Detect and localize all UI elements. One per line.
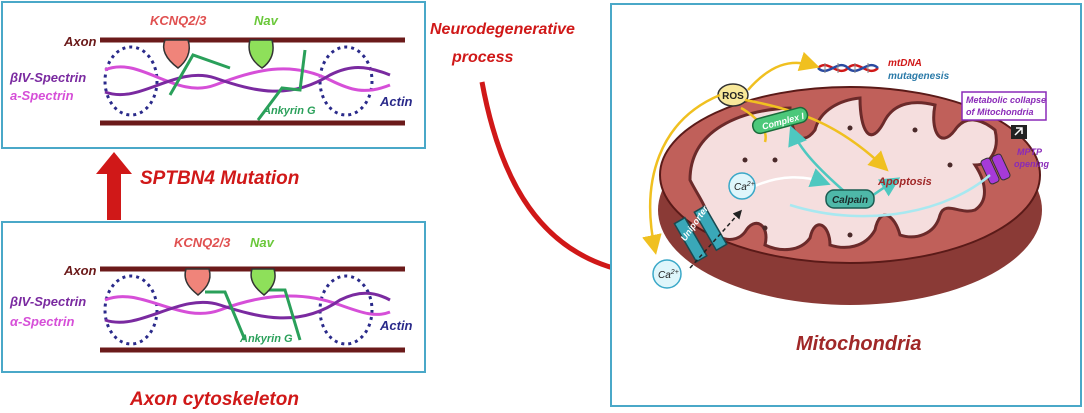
mptp-channel [980,153,1011,185]
normal-axon-panel: Axon KCNQ2/3 Nav βIV-Spectrin α-Spectrin… [1,221,426,373]
calcium-outer [652,259,682,289]
nav-label-2: Nav [250,235,275,250]
nav-channel [248,39,274,69]
kcnq-channel-2 [184,268,211,296]
ros-label: ROS [722,91,744,102]
alpha-spectrin-strand [104,65,391,92]
mptp-label-line1: MPTP [1017,147,1043,157]
process-label-line1: Neurodegenerative [430,21,575,38]
metabolic-collapse-box [961,91,1047,121]
collapse-arrow-glyph [1014,127,1023,136]
ros-to-ca-arrow [642,93,721,255]
beta-spectrin-label: βIV-Spectrin [9,70,86,85]
ankyrin-g-strand-2 [256,49,307,121]
alpha-spectrin-label-2: α-Spectrin [10,314,74,329]
nav-label: Nav [254,13,279,28]
ankyrin-g-strand-3 [205,290,247,341]
nav-channel-2 [250,268,276,296]
mutation-arrow [96,152,132,220]
dna-icon [817,63,879,73]
calcium-inner [728,172,756,200]
metabolic-label-line1: Metabolic collapse [966,95,1046,105]
ankyrin-label: Ankyrin G [262,105,316,117]
mtdna-label-line1: mtDNA [888,58,922,69]
ros-to-mtdna-arrow [747,51,820,91]
beta-spectrin-strand [104,66,391,97]
actin-ring-left [103,45,159,117]
mtdna-label-line2: mutagenesis [888,71,950,82]
metabolic-label-line2: of Mitochondria [966,107,1034,117]
process-label-line2: process [451,49,513,66]
alpha-spectrin-strand-2 [104,294,391,316]
apoptosis-label: Apoptosis [877,176,932,188]
process-arrow [479,81,645,284]
alpha-spectrin-label: a-Spectrin [10,88,74,103]
ca-to-calpain-arrow [754,168,831,188]
mutant-axon-panel: Axon KCNQ2/3 Nav βIV-Spectrin a-Spectrin… [1,1,426,149]
calpain-label: Calpain [832,195,868,206]
axon-label: Axon [63,34,97,49]
ankyrin-g-strand [168,53,231,96]
axon-label-2: Axon [63,263,97,278]
kcnq-channel [163,39,190,69]
actin-label: Actin [379,94,413,109]
beta-spectrin-label-2: βIV-Spectrin [9,294,86,309]
actin-label-2: Actin [379,318,413,333]
ca-to-mptp-arrow [789,174,991,218]
ros-to-apoptosis-arrow [744,98,889,172]
actin-ring-right-2 [318,274,374,346]
kcnq-label: KCNQ2/3 [150,13,207,28]
mitochondria-title: Mitochondria [796,333,922,355]
actin-ring-left-2 [103,274,159,346]
kcnq-label-2: KCNQ2/3 [174,235,231,250]
ankyrin-label-2: Ankyrin G [239,333,293,345]
ca-inner-label: Ca2+ [734,181,755,193]
calpain-badge [825,189,875,209]
beta-spectrin-strand-2 [104,291,391,324]
actin-ring-right [318,45,374,117]
ca-outer-label: Ca2+ [658,269,679,281]
uniporter-flux-arrow [689,209,742,269]
matrix-granules [742,125,953,238]
calpain-to-complex-arrow [788,125,846,193]
mptp-label-line2: opening [1014,159,1049,169]
uniporter-channel [673,205,728,263]
ankyrin-g-strand-4 [265,288,302,341]
cytoskeleton-caption: Axon cytoskeleton [129,389,299,410]
complex-i [751,106,809,135]
mutation-label: SPTBN4 Mutation [140,168,299,189]
